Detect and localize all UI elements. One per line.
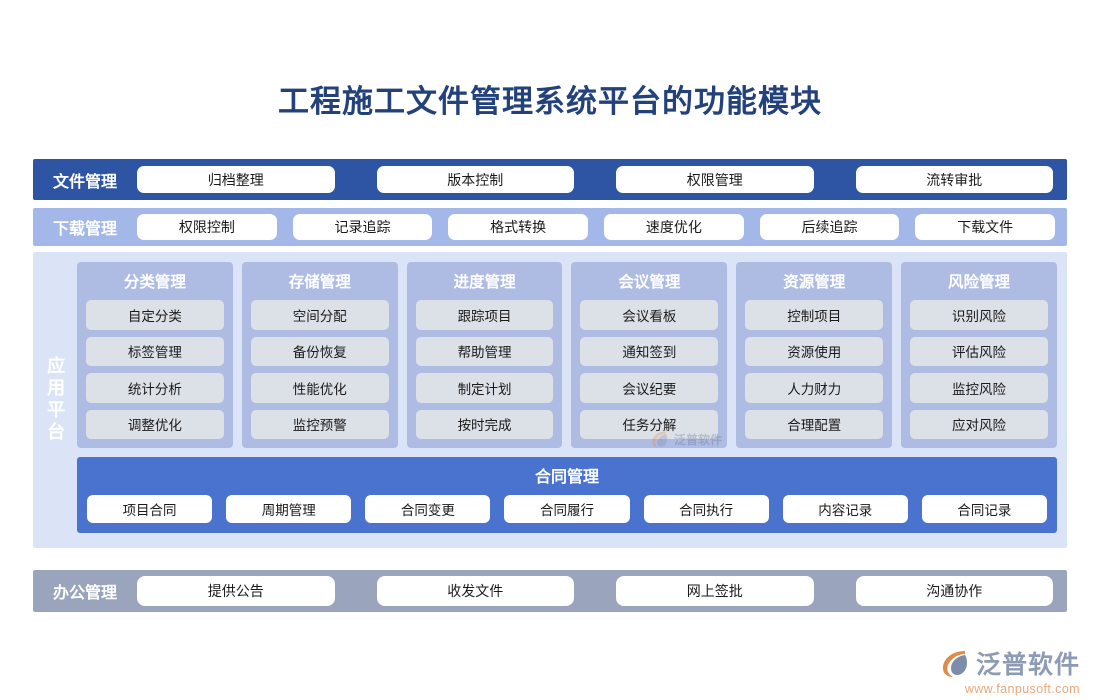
- download-management-item[interactable]: 速度优化: [604, 214, 744, 240]
- footer-logo-url: www.fanpusoft.com: [964, 682, 1080, 696]
- column-items: 会议看板 通知签到 会议纪要 任务分解: [580, 300, 719, 439]
- download-management-label: 下载管理: [52, 221, 117, 238]
- module-chip[interactable]: 标签管理: [86, 336, 224, 366]
- footer-logo: 泛普软件 www.fanpusoft.com: [937, 645, 1080, 696]
- office-management-items: 提供公告 收发文件 网上签批 沟通协作: [137, 570, 1067, 612]
- fanpu-logo-icon: [942, 651, 967, 677]
- download-management-item[interactable]: 记录追踪: [292, 214, 433, 240]
- module-chip[interactable]: 备份恢复: [250, 336, 389, 366]
- module-column-progress: 进度管理 跟踪项目 帮助管理 制定计划 按时完成: [406, 262, 563, 448]
- file-management-item[interactable]: 版本控制: [376, 166, 574, 193]
- application-platform-label-text: 应用平台: [45, 356, 66, 444]
- office-management-row: 办公管理 提供公告 收发文件 网上签批 沟通协作: [33, 570, 1067, 612]
- download-management-items: 权限控制 记录追踪 格式转换 速度优化 后续追踪 下载文件: [137, 208, 1067, 246]
- module-column-grid: 分类管理 自定分类 标签管理 统计分析 调整优化 存储管理 空间分配 备份恢复 …: [77, 262, 1057, 448]
- contract-management-items: 项目合同 周期管理 合同变更 合同履行 合同执行 内容记录 合同记录: [87, 494, 1047, 524]
- footer-logo-main: 泛普软件: [937, 645, 1080, 681]
- module-column-classification: 分类管理 自定分类 标签管理 统计分析 调整优化: [77, 262, 233, 448]
- module-chip[interactable]: 会议纪要: [580, 373, 719, 403]
- download-management-item[interactable]: 格式转换: [448, 214, 589, 240]
- contract-item[interactable]: 合同履行: [504, 495, 630, 523]
- download-management-row: 下载管理 权限控制 记录追踪 格式转换 速度优化 后续追踪 下载文件: [33, 208, 1067, 246]
- module-chip[interactable]: 自定分类: [86, 300, 224, 330]
- application-platform-section: 应用平台 分类管理 自定分类 标签管理 统计分析 调整优化 存储管理 空间分配: [33, 252, 1067, 548]
- column-title: 存储管理: [288, 274, 351, 291]
- module-chip[interactable]: 人力财力: [745, 373, 884, 403]
- module-column-storage: 存储管理 空间分配 备份恢复 性能优化 监控预警: [241, 262, 398, 448]
- footer-logo-word: 泛普软件: [975, 651, 1080, 679]
- file-management-item[interactable]: 权限管理: [616, 166, 814, 193]
- office-management-item[interactable]: 收发文件: [376, 576, 574, 606]
- module-chip[interactable]: 空间分配: [250, 300, 389, 330]
- file-management-item[interactable]: 流转审批: [855, 166, 1053, 193]
- contract-item[interactable]: 合同记录: [921, 495, 1047, 523]
- module-chip[interactable]: 会议看板: [580, 300, 719, 330]
- file-management-item[interactable]: 归档整理: [137, 166, 335, 193]
- column-items: 控制项目 资源使用 人力财力 合理配置: [745, 300, 884, 439]
- column-title: 会议管理: [618, 274, 681, 291]
- module-chip[interactable]: 任务分解: [580, 409, 719, 439]
- download-management-item[interactable]: 后续追踪: [759, 214, 900, 240]
- file-management-row: 文件管理 归档整理 版本控制 权限管理 流转审批: [33, 159, 1067, 200]
- application-platform-body: 分类管理 自定分类 标签管理 统计分析 调整优化 存储管理 空间分配 备份恢复 …: [77, 252, 1067, 548]
- module-column-meeting: 会议管理 会议看板 通知签到 会议纪要 任务分解: [571, 262, 728, 448]
- module-chip[interactable]: 监控预警: [250, 409, 389, 439]
- contract-item[interactable]: 合同执行: [643, 495, 769, 523]
- application-platform-label: 应用平台: [33, 252, 77, 548]
- file-management-label: 文件管理: [52, 173, 117, 191]
- column-items: 自定分类 标签管理 统计分析 调整优化: [86, 300, 224, 439]
- office-management-item[interactable]: 提供公告: [137, 576, 335, 606]
- page-title: 工程施工文件管理系统平台的功能模块: [278, 84, 822, 119]
- module-chip[interactable]: 调整优化: [86, 409, 224, 439]
- module-chip[interactable]: 统计分析: [86, 373, 224, 403]
- module-chip[interactable]: 识别风险: [910, 300, 1048, 330]
- column-items: 空间分配 备份恢复 性能优化 监控预警: [250, 300, 389, 439]
- module-chip[interactable]: 帮助管理: [415, 336, 554, 366]
- module-chip[interactable]: 资源使用: [745, 336, 884, 366]
- module-chip[interactable]: 控制项目: [745, 300, 884, 330]
- module-chip[interactable]: 评估风险: [910, 336, 1048, 366]
- contract-management-section: 合同管理 项目合同 周期管理 合同变更 合同履行 合同执行 内容记录 合同记录: [77, 457, 1057, 533]
- office-management-item[interactable]: 网上签批: [616, 576, 814, 606]
- office-management-item[interactable]: 沟通协作: [855, 576, 1053, 606]
- module-column-risk: 风险管理 识别风险 评估风险 监控风险 应对风险: [901, 262, 1057, 448]
- module-chip[interactable]: 按时完成: [415, 409, 554, 439]
- module-chip[interactable]: 合理配置: [745, 409, 884, 439]
- module-chip[interactable]: 跟踪项目: [415, 300, 554, 330]
- file-management-items: 归档整理 版本控制 权限管理 流转审批: [137, 159, 1067, 200]
- column-title: 进度管理: [453, 274, 516, 291]
- contract-item[interactable]: 内容记录: [782, 495, 908, 523]
- download-management-item[interactable]: 下载文件: [915, 214, 1056, 240]
- module-column-resource: 资源管理 控制项目 资源使用 人力财力 合理配置: [736, 262, 893, 448]
- module-chip[interactable]: 性能优化: [250, 373, 389, 403]
- contract-item[interactable]: 项目合同: [87, 495, 213, 523]
- column-title: 风险管理: [948, 274, 1011, 291]
- contract-item[interactable]: 合同变更: [365, 495, 491, 523]
- module-chip[interactable]: 制定计划: [415, 373, 554, 403]
- column-title: 分类管理: [123, 274, 186, 291]
- column-items: 跟踪项目 帮助管理 制定计划 按时完成: [415, 300, 554, 439]
- column-items: 识别风险 评估风险 监控风险 应对风险: [910, 300, 1048, 439]
- module-chip[interactable]: 通知签到: [580, 336, 719, 366]
- office-management-label: 办公管理: [52, 585, 117, 602]
- module-chip[interactable]: 应对风险: [910, 409, 1048, 439]
- module-chip[interactable]: 监控风险: [910, 373, 1048, 403]
- contract-management-title: 合同管理: [534, 469, 599, 486]
- column-title: 资源管理: [783, 274, 846, 291]
- download-management-item[interactable]: 权限控制: [137, 214, 277, 240]
- contract-item[interactable]: 周期管理: [226, 495, 352, 523]
